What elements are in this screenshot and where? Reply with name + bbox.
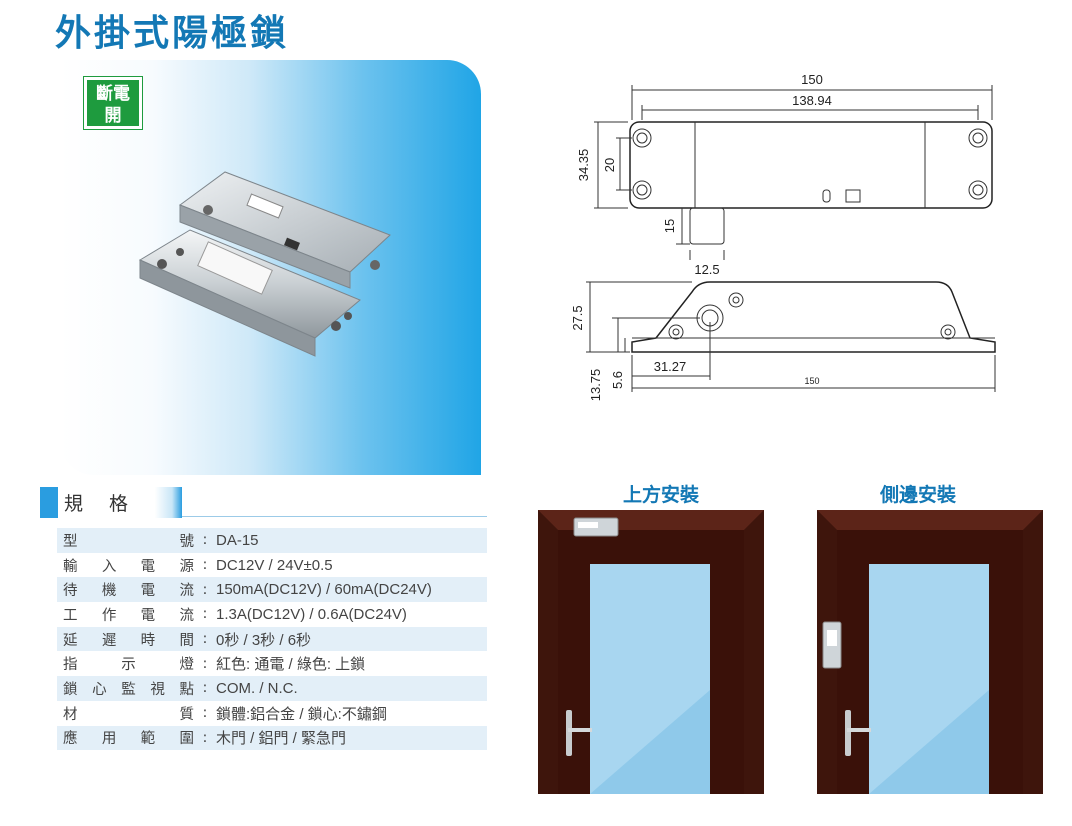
spec-value: COM. / N.C.: [216, 679, 298, 697]
spec-separator: :: [202, 581, 208, 598]
spec-key: 待機電流: [57, 579, 194, 600]
spec-key: 指示燈: [57, 653, 194, 674]
spec-key-char: 燈: [179, 657, 195, 674]
spec-key-char: 流: [179, 583, 194, 600]
spec-separator: :: [202, 705, 208, 722]
spec-value: 木門 / 鋁門 / 緊急門: [216, 730, 347, 748]
spec-key: 材質: [57, 703, 194, 724]
spec-key-char: 示: [121, 657, 136, 674]
badge-line1: 斷電: [96, 84, 130, 104]
spec-key-char: 流: [179, 607, 194, 624]
spec-key-char: 入: [101, 558, 117, 575]
spec-key-char: 輸: [63, 558, 78, 575]
power-off-open-badge: 斷電 開: [84, 77, 142, 129]
spec-separator: :: [202, 631, 208, 648]
spec-key-char: 點: [179, 681, 195, 698]
spec-key-char: 機: [101, 583, 117, 600]
spec-row: 工 作 電 流:1.3A(DC12V) / 0.6A(DC24V): [57, 602, 487, 627]
dim-overall-length: 150: [801, 72, 823, 87]
spec-key-char: 範: [140, 731, 156, 748]
spec-key-char: 質: [179, 706, 195, 723]
spec-value: DA-15: [216, 531, 259, 549]
side-view: [586, 281, 996, 392]
spec-key-char: 指: [63, 657, 78, 674]
lock-body-back: [178, 171, 391, 289]
spec-key-char: 電: [140, 558, 156, 575]
spec-key-char: 視: [150, 681, 165, 698]
spec-heading-bar: [58, 487, 182, 518]
dim-side-length: 150: [804, 376, 819, 386]
spec-row: 輸 入 電 源: DC12V / 24V±0.5: [57, 553, 487, 578]
spec-value: DC12V / 24V±0.5: [216, 556, 333, 574]
door-top-mount: [538, 510, 764, 794]
spec-key-char: 電: [140, 607, 156, 624]
spec-key: 工作電流: [57, 604, 194, 625]
spec-key-char: 型: [63, 533, 78, 550]
spec-separator: :: [202, 655, 208, 672]
mount-top-title: 上方安裝: [623, 484, 700, 506]
spec-key: 應用範圍: [57, 727, 194, 748]
spec-key-char: 作: [101, 607, 117, 624]
dim-base-height: 13.75: [588, 369, 603, 402]
spec-value: 1.3A(DC12V) / 0.6A(DC24V): [216, 605, 407, 623]
dimension-drawing: 150 138.94 34.35 20 15 12.5 27.5 13.75 5…: [570, 72, 996, 402]
spec-value: 紅色: 通電 / 綠色: 上鎖: [216, 656, 366, 674]
spec-key-char: 用: [101, 731, 117, 748]
spec-value: 150mA(DC12V) / 60mA(DC24V): [216, 581, 432, 599]
page-title: 外掛式陽極鎖: [55, 13, 290, 54]
spec-key: 輸入電源: [57, 555, 194, 576]
dim-height: 27.5: [570, 305, 585, 330]
spec-key-char: 工: [63, 607, 78, 624]
spec-key-char: 源: [179, 558, 194, 575]
spec-row: 型號:DA-15: [57, 528, 487, 553]
spec-key: 型號: [57, 530, 194, 551]
spec-key-char: 時: [140, 632, 156, 649]
spec-row: 指 示 燈: 紅色: 通電 / 綠色: 上鎖: [57, 651, 487, 676]
spec-key-char: 圍: [179, 731, 194, 748]
spec-separator: :: [202, 557, 208, 574]
spec-key-char: 間: [179, 632, 194, 649]
lock-product-image: [138, 171, 391, 357]
dim-base-offset: 5.6: [610, 371, 625, 389]
spec-key-char: 電: [140, 583, 156, 600]
spec-separator: :: [202, 532, 208, 549]
dim-bolt-offset: 31.27: [654, 359, 687, 374]
lock-body-front: [138, 229, 361, 357]
spec-value: 0秒 / 3秒 / 6秒: [216, 631, 312, 649]
badge-line2: 開: [104, 106, 122, 126]
spec-key-char: 延: [63, 632, 78, 649]
dim-bolt-diameter: 12.5: [694, 262, 719, 277]
spec-key-char: 心: [92, 681, 107, 698]
mount-side-title: 側邊安裝: [880, 484, 957, 506]
dim-hole-pitch: 20: [602, 158, 617, 172]
spec-key-char: 應: [63, 731, 78, 748]
spec-heading: 規格: [40, 487, 182, 518]
spec-row: 延 遲 時 間:0秒 / 3秒 / 6秒: [57, 626, 487, 652]
spec-separator: :: [202, 606, 208, 623]
spec-key-char: 監: [121, 681, 136, 698]
spec-key: 鎖心監視點: [57, 678, 194, 699]
spec-row: 鎖心監視點: COM. / N.C.: [57, 676, 487, 701]
spec-key-char: 鎖: [63, 681, 78, 698]
spec-row: 待 機 電 流:150mA(DC12V) / 60mA(DC24V): [57, 577, 487, 603]
spec-row: 材質:鎖體:鋁合金 / 鎖心:不鏽鋼: [57, 701, 487, 726]
spec-divider: [182, 516, 487, 517]
spec-key-char: 遲: [101, 632, 117, 649]
spec-separator: :: [202, 680, 208, 697]
top-view: [594, 85, 993, 260]
dim-hole-spacing: 138.94: [792, 93, 832, 108]
spec-key: 延遲時間: [57, 629, 194, 650]
spec-separator: :: [202, 729, 208, 746]
spec-value: 鎖體:鋁合金 / 鎖心:不鏽鋼: [216, 705, 387, 723]
spec-heading-label: 規格: [64, 493, 155, 515]
spec-row: 應 用 範 圍: 木門 / 鋁門 / 緊急門: [57, 725, 487, 751]
spec-key-char: 材: [63, 706, 78, 723]
spec-heading-accent: [40, 487, 58, 518]
spec-key-char: 待: [63, 583, 78, 600]
dim-width: 34.35: [576, 149, 591, 182]
spec-key-char: 號: [179, 533, 195, 550]
door-side-mount: [817, 510, 1043, 794]
dim-bolt-length: 15: [662, 219, 677, 233]
